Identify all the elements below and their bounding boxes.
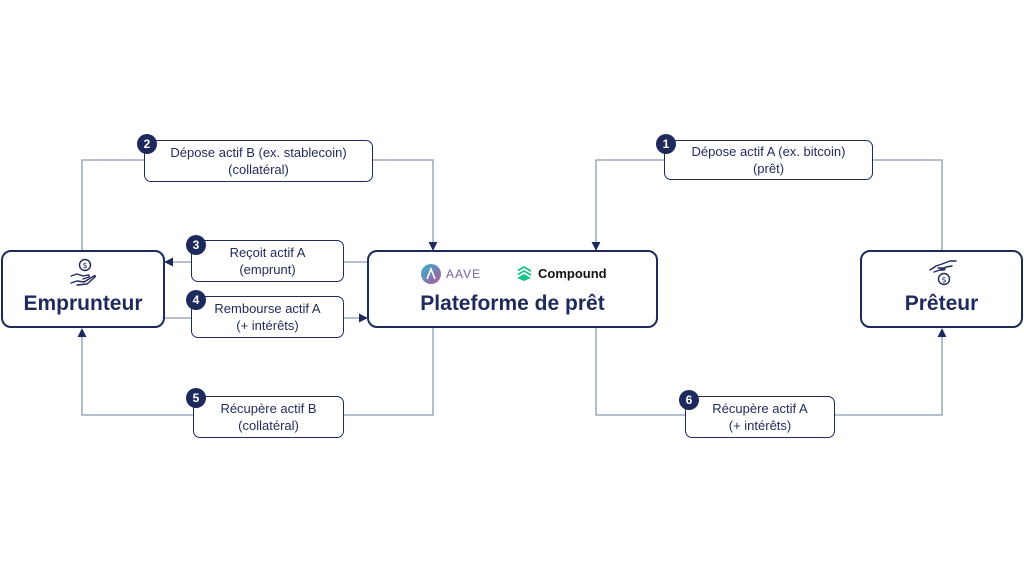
step-6-box: Récupère actif A (+ intérêts) (685, 396, 835, 438)
compound-brand: Compound (515, 264, 607, 282)
step-4-box: Rembourse actif A (+ intérêts) (191, 296, 344, 338)
step-1-badge: 1 (656, 134, 676, 154)
step-6-badge: 6 (679, 390, 699, 410)
step-5-box: Récupère actif B (collatéral) (193, 396, 344, 438)
step-2-line1: Dépose actif B (ex. stablecoin) (170, 145, 347, 160)
step-1-box: Dépose actif A (ex. bitcoin) (prêt) (664, 140, 873, 180)
hand-coin-icon: $ (70, 258, 97, 286)
step-4-line1: Rembourse actif A (214, 301, 321, 316)
step-6-line2: (+ intérêts) (728, 418, 792, 433)
borrower-title: Emprunteur (23, 292, 143, 315)
step-4-badge: 4 (186, 290, 206, 310)
step-6-line1: Récupère actif A (712, 401, 808, 416)
lender-node: $ Prêteur (860, 250, 1023, 328)
step-1-line2: (prêt) (752, 161, 785, 176)
step-5-badge: 5 (186, 388, 206, 408)
svg-text:$: $ (941, 276, 946, 285)
aave-brand: AAVE (421, 264, 481, 284)
platform-title: Plateforme de prêt (420, 292, 605, 315)
step-1-line1: Dépose actif A (ex. bitcoin) (691, 144, 846, 159)
compound-logo-icon (517, 266, 531, 281)
step-3-line2: (emprunt) (239, 262, 296, 277)
hand-give-coin-icon: $ (929, 260, 957, 286)
lender-title: Prêteur (904, 292, 979, 315)
step-4-line2: (+ intérêts) (236, 318, 299, 333)
aave-logo-icon (421, 264, 441, 284)
step-2-line2: (collatéral) (228, 162, 289, 177)
aave-label: AAVE (446, 267, 482, 281)
step-3-line1: Reçoit actif A (229, 245, 306, 260)
compound-label: Compound (538, 265, 607, 281)
step-3-badge: 3 (186, 235, 206, 255)
platform-node: AAVE Compound Plateforme de prêt (367, 250, 658, 328)
step-5-line1: Récupère actif B (220, 401, 317, 416)
step-3-box: Reçoit actif A (emprunt) (191, 240, 344, 282)
svg-text:$: $ (82, 261, 87, 270)
step-2-box: Dépose actif B (ex. stablecoin) (collaté… (144, 140, 373, 182)
step-5-line2: (collatéral) (238, 418, 299, 433)
step-2-badge: 2 (137, 134, 157, 154)
borrower-node: $ Emprunteur (1, 250, 165, 328)
